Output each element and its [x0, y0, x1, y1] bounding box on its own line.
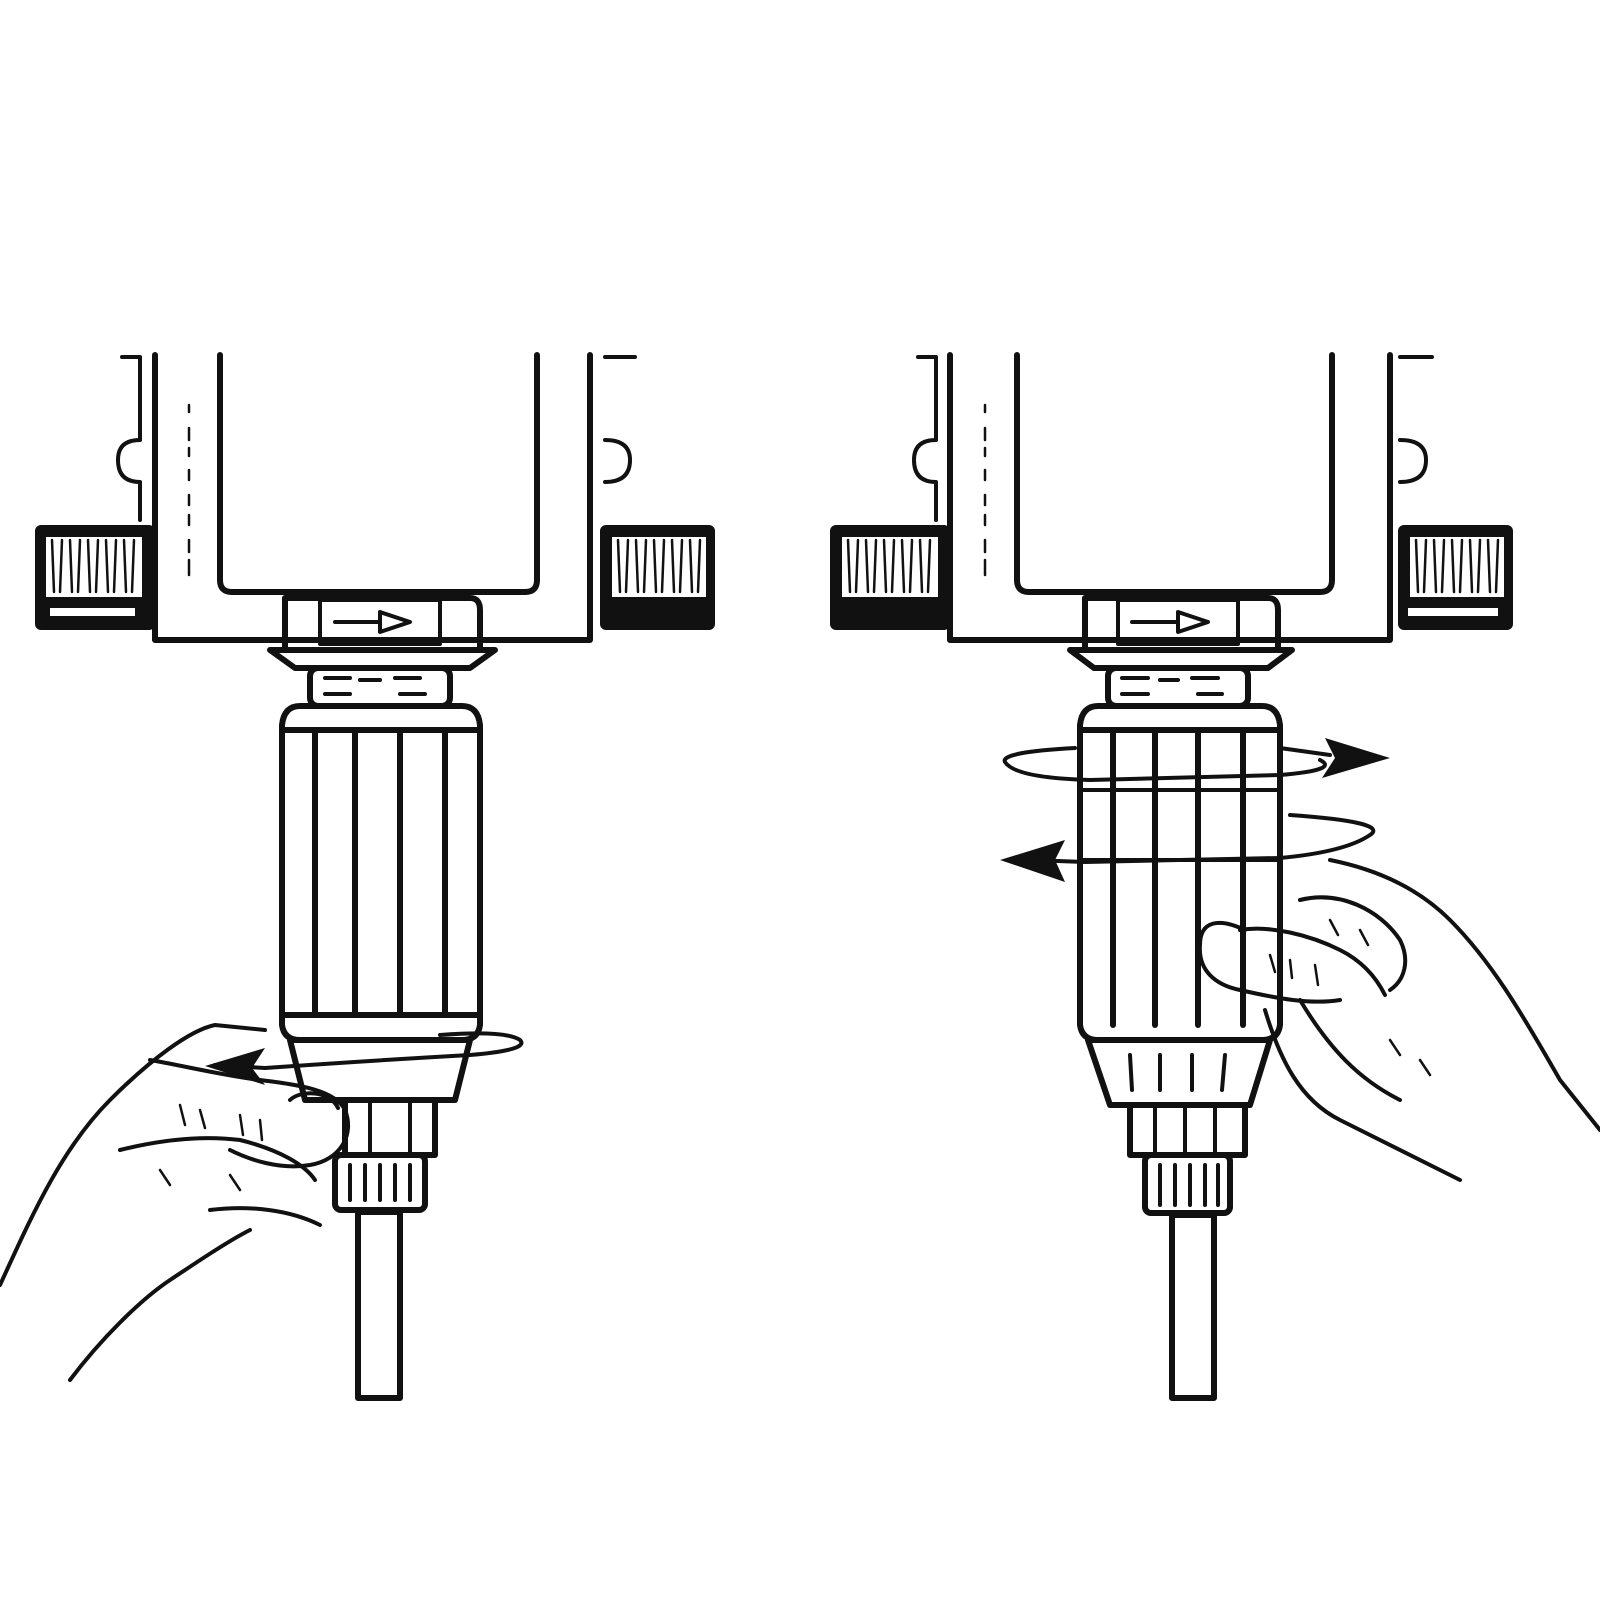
panel-left-loosen — [0, 352, 715, 1401]
hand-icon — [1197, 858, 1600, 1182]
filter-cartridge-icon — [279, 703, 483, 1043]
filter-cartridge-icon — [1077, 703, 1283, 1043]
housing-icon — [116, 352, 637, 643]
rotation-arrow-icon — [205, 1031, 524, 1085]
filter-head — [267, 595, 498, 671]
outlet-pipe-icon — [355, 1209, 403, 1401]
knurled-knob-icon — [35, 525, 155, 630]
knurled-knob-icon — [1398, 525, 1513, 630]
hand-icon — [0, 1023, 351, 1382]
filter-head — [1067, 595, 1295, 671]
outlet-pipe-icon — [1169, 1212, 1217, 1401]
rotation-arrow-icon — [1000, 738, 1390, 882]
threaded-collar — [307, 665, 453, 709]
knurled-knob-icon — [600, 525, 715, 630]
panel-right-rotate — [830, 352, 1600, 1401]
cartridge-cap — [1085, 1037, 1273, 1216]
cartridge-cap — [287, 1037, 473, 1213]
flow-arrow-icon — [1130, 610, 1210, 634]
housing-icon — [912, 352, 1434, 643]
knurled-knob-icon — [830, 525, 950, 630]
threaded-collar — [1105, 665, 1251, 709]
flow-arrow-icon — [333, 610, 412, 634]
